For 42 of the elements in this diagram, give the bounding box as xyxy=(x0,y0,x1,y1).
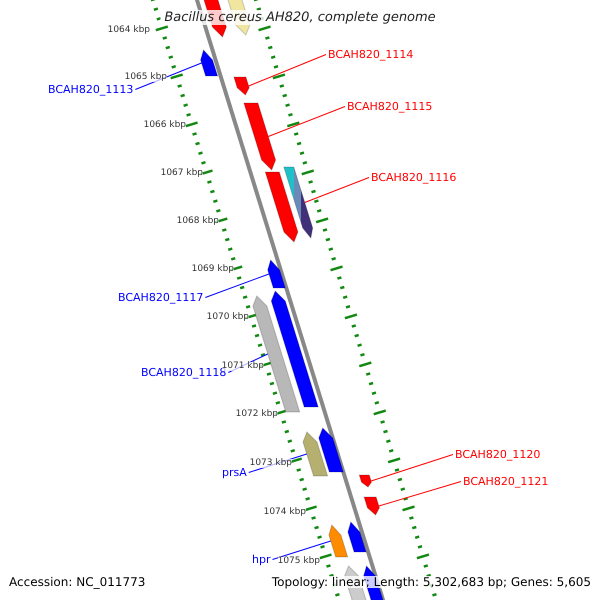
gene-block xyxy=(347,521,367,552)
gene-block xyxy=(200,49,218,76)
gene-label: BCAH820_1115 xyxy=(347,101,432,112)
leader-line xyxy=(272,540,332,560)
gene-block xyxy=(264,172,298,243)
gene-block xyxy=(283,166,314,240)
leader-line xyxy=(268,106,346,137)
gene-label: BCAH820_1116 xyxy=(371,172,456,183)
gene-block xyxy=(328,524,348,558)
gene-block xyxy=(302,431,328,476)
gene-block xyxy=(318,427,344,472)
gene-block xyxy=(267,259,286,288)
footer-text: Topology: linear; Length: 5,302,683 bp; Genes: 5,605 xyxy=(272,576,591,588)
leader-line xyxy=(378,481,462,506)
scale-label: 1068 kbp xyxy=(176,217,219,226)
gene-block xyxy=(233,76,250,96)
scale-label: 1064 kbp xyxy=(108,26,150,35)
gene-label: BCAH820_1117 xyxy=(118,292,204,303)
scale-label: 1066 kbp xyxy=(144,121,186,130)
scale-label: 1075 kbp xyxy=(278,557,320,566)
footer-text: Accession: NC_011773 xyxy=(9,576,146,588)
gene-label: prsA xyxy=(222,467,247,478)
leader-line xyxy=(248,54,326,86)
gene-label: BCAH820_1120 xyxy=(455,449,540,460)
scale-label: 1070 kbp xyxy=(206,313,249,322)
leader-line xyxy=(370,454,454,482)
gene-label: hpr xyxy=(252,554,270,565)
scale-label: 1067 kbp xyxy=(160,169,203,178)
scale-label: 1072 kbp xyxy=(236,410,278,419)
gene-label: BCAH820_1113 xyxy=(48,84,134,95)
scale-label: 1069 kbp xyxy=(192,265,234,274)
gene-label: BCAH820_1121 xyxy=(463,476,548,487)
gene-block xyxy=(363,496,380,516)
scale-label: 1065 kbp xyxy=(124,73,167,82)
scale-label: 1073 kbp xyxy=(250,459,292,468)
leader-line xyxy=(204,274,270,298)
gene-label: BCAH820_1114 xyxy=(328,49,414,60)
scale-label: 1074 kbp xyxy=(264,508,306,517)
gene-block xyxy=(243,102,276,171)
gene-block xyxy=(270,290,319,408)
leader-line xyxy=(304,177,370,203)
gene-block xyxy=(358,474,372,488)
